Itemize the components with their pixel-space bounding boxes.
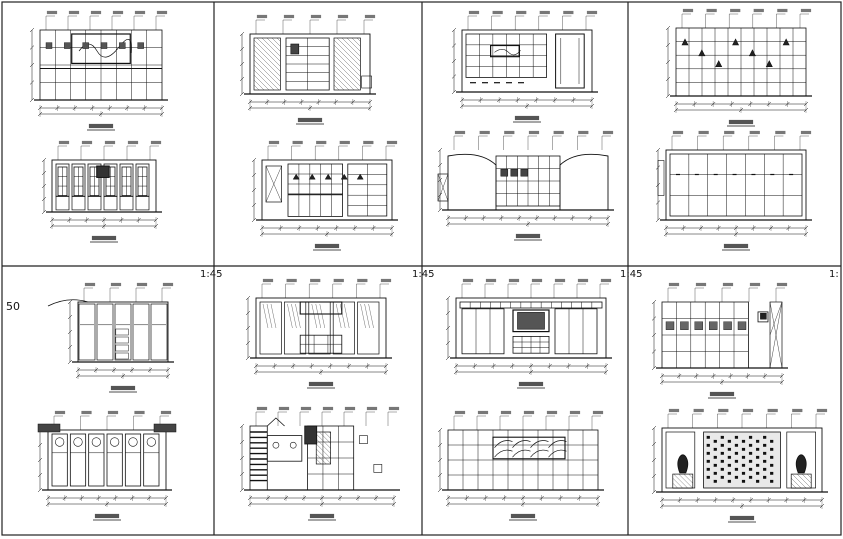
elevation-drawing-a1 bbox=[29, 10, 168, 131]
elevation-drawing-b1 bbox=[41, 140, 162, 243]
scale-label-col3: 1:45 bbox=[620, 269, 643, 280]
elevation-drawing-d3 bbox=[437, 410, 604, 521]
elevation-drawing-a3 bbox=[451, 10, 598, 123]
elevation-drawing-b2 bbox=[251, 140, 398, 251]
side-scale-label: 50 bbox=[6, 300, 20, 313]
scale-label-col4: 1: bbox=[829, 269, 839, 280]
elevation-drawing-c4 bbox=[651, 282, 788, 399]
elevation-drawing-c2 bbox=[245, 278, 392, 389]
elevation-drawing-c1 bbox=[47, 282, 174, 393]
elevation-drawing-d2 bbox=[239, 406, 400, 521]
scale-label-col2: 1:45 bbox=[412, 269, 435, 280]
elevation-drawing-d1 bbox=[37, 410, 177, 521]
elevation-drawing-b3 bbox=[437, 130, 614, 241]
elevation-drawing-d4 bbox=[651, 408, 828, 523]
elevation-drawing-a2 bbox=[239, 14, 376, 125]
elevation-drawing-c3 bbox=[445, 278, 612, 389]
elevation-drawing-a4 bbox=[665, 8, 812, 127]
elevation-drawing-b4 bbox=[655, 130, 812, 251]
scale-label-col1: 1:45 bbox=[200, 269, 223, 280]
